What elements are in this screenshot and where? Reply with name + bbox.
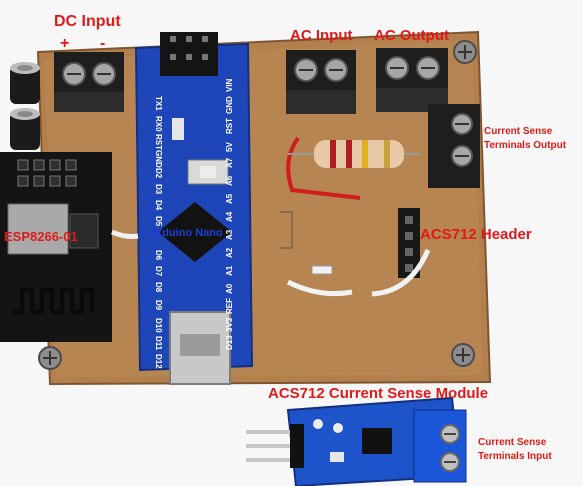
capacitor	[10, 108, 40, 150]
pin-label: D13	[225, 335, 234, 350]
silkscreen-outline	[280, 211, 293, 249]
white-wire	[371, 249, 431, 297]
dc-minus-label: -	[100, 35, 106, 52]
dc-input-terminal	[54, 52, 124, 112]
pin-label: A2	[225, 247, 234, 258]
pin-label: A7	[225, 157, 234, 168]
pin-label: GND	[154, 150, 163, 168]
esp8266-label: ESP8266-01	[4, 229, 78, 244]
pin-label: D4	[154, 200, 163, 211]
dc-input-label: DC Input	[54, 13, 121, 30]
acs712-module-label: ACS712 Current Sense Module	[268, 385, 489, 402]
resistor	[288, 140, 420, 168]
esp8266-module	[0, 152, 112, 342]
white-wire	[111, 229, 139, 239]
pin-label: TX1	[154, 96, 163, 111]
pin-label: D12	[154, 354, 163, 369]
pin-label: D6	[154, 250, 163, 261]
dc-plus-label: +	[60, 35, 70, 52]
pin-label: RST	[225, 118, 234, 134]
pin-label: A6	[225, 175, 234, 186]
acs712-header-label: ACS712 Header	[420, 226, 532, 243]
pin-label: A1	[225, 265, 234, 276]
pin-label: RX0	[154, 116, 163, 132]
current-sense-output-terminal	[428, 104, 480, 188]
pin-label: D7	[154, 266, 163, 277]
arduino-nano-board	[134, 32, 254, 385]
pin-label: D5	[154, 216, 163, 227]
pin-label: D9	[154, 300, 163, 311]
capacitor	[10, 62, 40, 104]
acs712-module	[246, 396, 467, 486]
pin-label: D2	[154, 168, 163, 179]
ac-output-terminal	[376, 48, 448, 112]
ac-input-label: AC Input	[290, 27, 353, 44]
pin-label: D11	[154, 336, 163, 351]
pin-label: A0	[225, 283, 234, 294]
pin-label: RST	[154, 134, 163, 150]
pin-label: REF	[225, 298, 234, 314]
pin-label: D3	[154, 184, 163, 195]
pin-label: VIN	[225, 78, 234, 92]
pin-label: 5V	[225, 142, 234, 152]
ac-output-label: AC Output	[374, 27, 449, 44]
arduino-nano-label: Arduino Nano	[150, 227, 223, 239]
pin-label: A3	[225, 229, 234, 240]
pin-label: GND	[225, 96, 234, 114]
corner-screw-icon	[451, 343, 475, 367]
pin-label: D10	[154, 318, 163, 333]
pin-label: A4	[225, 211, 234, 222]
corner-screw-icon	[453, 40, 477, 64]
pin-label: D8	[154, 282, 163, 293]
white-wire	[286, 279, 353, 297]
acs712-header	[398, 208, 420, 278]
current-sense-input-label: Current Sense Terminals Input	[478, 437, 552, 462]
diode	[311, 265, 333, 275]
corner-screw-icon	[38, 346, 62, 370]
red-jumper-wire	[286, 136, 361, 200]
pin-label: A5	[225, 193, 234, 204]
pin-label: 3V3	[225, 317, 234, 332]
ac-input-terminal	[286, 50, 356, 114]
current-sense-output-label: Current Sense Terminals Output	[484, 126, 567, 151]
